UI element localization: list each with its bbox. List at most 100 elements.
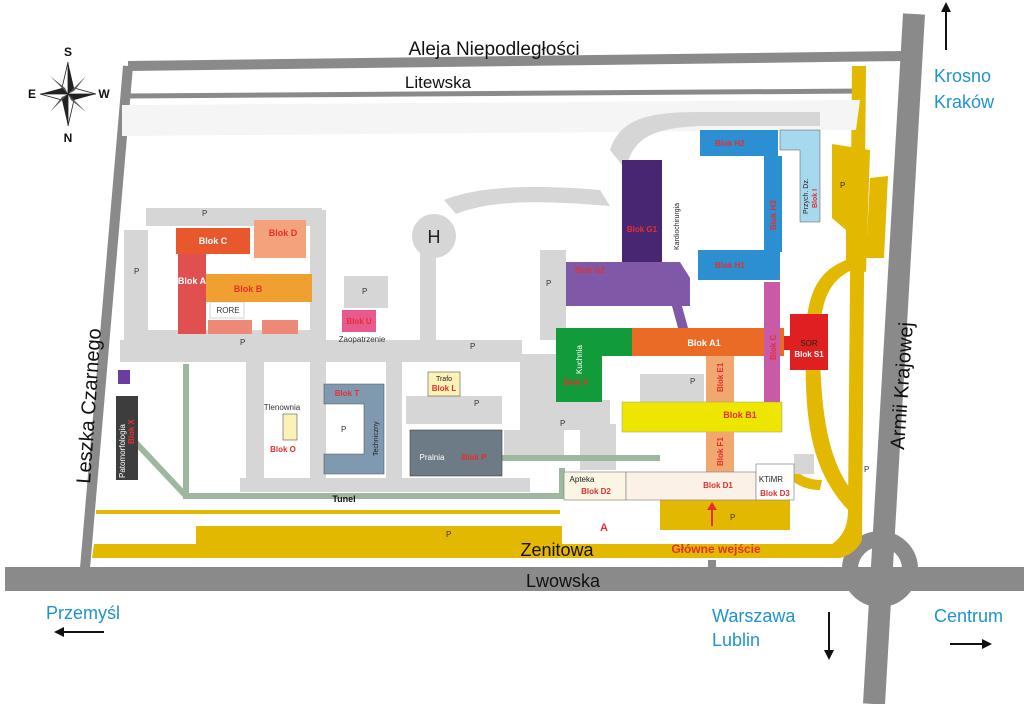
blok-a1-label: Blok A1	[687, 338, 720, 348]
blok-l-label: Blok L	[432, 384, 457, 393]
blok-f1	[706, 432, 734, 472]
parking-label: P	[134, 267, 139, 276]
blok-g1-label: Blok G1	[627, 225, 658, 234]
parking-between	[640, 374, 704, 404]
blok-d3	[755, 463, 795, 501]
road-yard	[794, 454, 814, 474]
krakow-label: Kraków	[934, 92, 995, 112]
parking-label: P	[240, 338, 245, 347]
blok-x-label: Blok X	[127, 418, 136, 444]
roundabout	[842, 531, 918, 607]
kuchnia-label: Kuchnia	[575, 345, 584, 374]
lwowska-label: Lwowska	[526, 571, 601, 591]
road-south-lane	[240, 478, 530, 492]
blok-c-label: Blok C	[199, 236, 228, 246]
arrow-south-head	[824, 650, 834, 660]
helipad-pad	[412, 214, 456, 258]
blok-g2	[566, 262, 690, 306]
rore-building	[209, 301, 245, 319]
helipad-icon: H	[428, 227, 441, 247]
parking-label: P	[560, 419, 565, 428]
ktimr-label: KTiMR	[759, 475, 783, 484]
road-center	[436, 340, 522, 362]
main-entrance: A Główne wejście	[600, 502, 761, 556]
blok-a	[178, 254, 206, 334]
pralnia-label: Pralnia	[420, 453, 445, 462]
blok-i	[779, 129, 821, 223]
road-north-loop	[610, 112, 820, 170]
blok-d1	[625, 471, 757, 501]
techniczny-label: Techniczny	[373, 421, 380, 456]
parking-label: P	[730, 513, 735, 522]
blok-k	[556, 328, 632, 402]
road-tlenownia	[246, 362, 264, 482]
blok-d3-label: Blok D3	[760, 489, 790, 498]
litewska-label: Litewska	[405, 73, 472, 92]
blok-t	[323, 383, 385, 475]
street-leszka-czarnego	[79, 65, 133, 581]
street-lwowska	[5, 567, 1024, 591]
parking-label: P	[690, 377, 695, 386]
road-to-helipad	[420, 236, 436, 346]
road-block-b-south	[140, 330, 320, 350]
road-g2-west	[540, 250, 566, 340]
parking-label: P	[474, 399, 479, 408]
apteka-label: Apteka	[570, 475, 595, 484]
parking-label: P	[341, 425, 346, 434]
arrow-west-head	[54, 627, 64, 637]
blok-b	[206, 274, 312, 302]
entrance-label: Główne wejście	[671, 542, 761, 556]
lublin-label: Lublin	[712, 630, 760, 650]
annex-building	[208, 320, 252, 334]
warszawa-label: Warszawa	[712, 606, 796, 626]
aleja-label: Aleja Niepodległości	[408, 39, 579, 60]
blok-o	[282, 413, 298, 441]
tunnel-main	[183, 364, 565, 499]
direction-labels: Krosno Kraków Przemyśl Warszawa Lublin C…	[46, 66, 1003, 650]
blok-u	[342, 310, 376, 332]
patomorfologia-label: Patomorfologia	[118, 424, 127, 478]
blok-o-label: Blok O	[270, 445, 296, 454]
blok-c-east	[764, 282, 780, 402]
compass-w: W	[98, 87, 110, 101]
parking-label: P	[840, 181, 845, 190]
blok-b-label: Blok B	[234, 284, 263, 294]
entrance-marker: A	[600, 522, 608, 534]
blok-x-group: Patomorfologia Blok X	[116, 370, 138, 480]
zenitowa-road	[92, 544, 840, 558]
przych-dz-label: Przych. Dz.	[803, 178, 810, 214]
annex-building	[262, 320, 298, 334]
parking-label: P	[546, 279, 551, 288]
blok-h3-label: Blok H3	[769, 200, 778, 230]
zenitowa-label: Zenitowa	[520, 540, 594, 560]
direction-arrows	[54, 2, 992, 660]
parking-trafo	[406, 396, 502, 424]
blok-l	[427, 371, 461, 397]
parking-labels: P P P P P P P P P P P P P P	[134, 181, 869, 539]
street-litewska	[127, 88, 865, 99]
centrum-label: Centrum	[934, 606, 1003, 626]
zenitowa-thin	[96, 510, 560, 514]
tunel-label: Tunel	[332, 494, 355, 504]
blok-h2	[700, 130, 778, 156]
compass-n: N	[64, 131, 73, 145]
blok-a-label: Blok A	[178, 276, 207, 286]
service-buildings: Blok T Techniczny Tlenownia Blok O Trafo…	[264, 371, 503, 477]
blok-a1	[632, 328, 784, 356]
blok-i-label: Blok I	[812, 189, 819, 208]
arrow-east-head	[982, 639, 992, 649]
blok-k-label: Blok K	[563, 378, 589, 387]
blok-p	[409, 429, 503, 477]
zaopatrzenie-label: Zaopatrzenie	[339, 335, 386, 344]
road-f1-west	[580, 424, 616, 470]
road-block-b-east	[310, 210, 326, 350]
blok-s1-label: Blok S1	[794, 350, 824, 359]
blok-c	[176, 228, 250, 254]
parking-near-u	[344, 276, 388, 308]
yellow-lower-east	[826, 280, 864, 558]
blok-e1	[706, 356, 734, 402]
trafo-label: Trafo	[436, 376, 452, 383]
compass-s: S	[64, 45, 72, 59]
blok-d2-label: Blok D2	[581, 487, 611, 496]
blok-x	[116, 396, 138, 480]
